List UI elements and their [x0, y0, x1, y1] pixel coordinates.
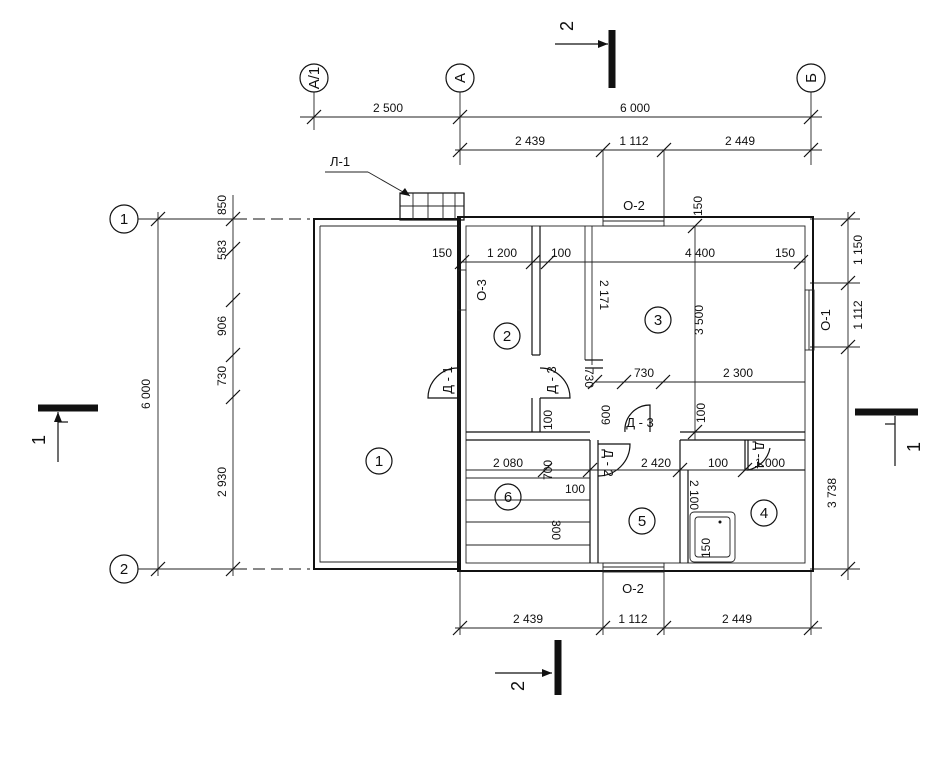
door-d2-label: Д - 2 — [601, 449, 616, 477]
section-left-label: 1 — [29, 435, 49, 445]
axis-label-1: 1 — [120, 211, 128, 228]
axis-label-b: Б — [803, 73, 820, 83]
interior-dimensions: 150 1 200 100 4 400 150 150 2 171 3 500 … — [432, 196, 809, 558]
dim-left-583: 583 — [215, 240, 229, 260]
dim-in-700: 700 — [541, 460, 555, 480]
dim-in-100a: 100 — [551, 246, 571, 260]
stair: Л-1 — [325, 154, 465, 221]
section-top-label: 2 — [557, 21, 577, 31]
dim-in-100d: 100 — [708, 456, 728, 470]
dim-in-2300: 2 300 — [723, 366, 753, 380]
axis-label-a: А — [452, 73, 469, 83]
dim-left-730: 730 — [215, 366, 229, 386]
dim-in-3500: 3 500 — [692, 305, 706, 335]
dim-right-3738: 3 738 — [825, 478, 839, 508]
dim-top-2449: 2 449 — [725, 134, 755, 148]
door-d3-right-label: Д - 3 — [626, 415, 654, 430]
window-o2-bottom-label: О-2 — [622, 581, 644, 596]
dim-left-6000: 6 000 — [139, 379, 153, 409]
dim-in-150a: 150 — [432, 246, 452, 260]
room-1-marker — [365, 447, 393, 475]
dim-in-1200: 1 200 — [487, 246, 517, 260]
dim-in-600: 600 — [599, 405, 613, 425]
dim-left-850: 850 — [215, 195, 229, 215]
dim-in-150d: 150 — [699, 538, 713, 558]
window-o3-label: О-3 — [474, 279, 489, 301]
door-d1 — [427, 367, 459, 399]
interior-partitions — [466, 226, 805, 563]
dim-in-2100: 2 100 — [687, 480, 701, 510]
dim-right-1150: 1 150 — [851, 235, 865, 265]
terrace — [313, 218, 461, 570]
axis-label-a1: А/1 — [306, 67, 323, 90]
dim-bottom-2439: 2 439 — [513, 612, 543, 626]
dim-in-2080: 2 080 — [493, 456, 523, 470]
door-d2 — [597, 443, 631, 477]
dim-top-1112: 1 112 — [619, 134, 648, 148]
window-o2-top-label: О-2 — [623, 198, 645, 213]
room-5-marker — [628, 507, 656, 535]
dim-in-2420: 2 420 — [641, 456, 671, 470]
door-d3-right — [624, 404, 651, 433]
dim-in-100b: 100 — [541, 410, 555, 430]
door-d1-label: Д - 1 — [440, 366, 455, 394]
section-right-label: 1 — [904, 442, 924, 452]
right-dimensions: 1 150 1 112 3 738 — [810, 211, 865, 580]
axis-label-2: 2 — [120, 561, 128, 578]
dim-in-1000: 1 000 — [755, 456, 785, 470]
stair-label: Л-1 — [330, 154, 350, 169]
dim-in-300: 300 — [549, 520, 563, 540]
dim-in-100c: 100 — [694, 403, 708, 423]
room-4-marker — [750, 499, 778, 527]
dim-top-2500: 2 500 — [373, 101, 403, 115]
dim-in-150b: 150 — [775, 246, 795, 260]
section-markers: 2 2 1 1 — [29, 21, 924, 695]
door-d4-label: Д - 4 — [752, 441, 767, 469]
dim-left-906: 906 — [215, 316, 229, 336]
bottom-dimensions: 2 439 1 112 2 449 — [452, 570, 822, 636]
dim-in-100e: 100 — [565, 482, 585, 496]
room-5-number: 5 — [638, 513, 646, 530]
section-bottom-label: 2 — [508, 681, 528, 691]
house-walls: О-2 О-2 О-1 О-3 — [457, 198, 833, 596]
dim-in-730b: 730 — [634, 366, 654, 380]
dim-in-2171: 2 171 — [597, 280, 611, 310]
room-6-number: 6 — [504, 489, 512, 506]
room-2-number: 2 — [503, 328, 511, 345]
room-6-marker — [494, 483, 522, 511]
door-d3-left-label: Д - 3 — [544, 366, 559, 394]
room-markers: 1 2 3 4 5 6 — [365, 306, 778, 535]
window-o1-label: О-1 — [818, 309, 833, 331]
dim-top-6000: 6 000 — [620, 101, 650, 115]
left-dimensions: 6 000 850 583 906 730 2 930 — [139, 195, 241, 577]
room-3-number: 3 — [654, 312, 662, 329]
room-1-number: 1 — [375, 453, 383, 470]
dim-right-1112: 1 112 — [851, 300, 865, 329]
dim-left-2930: 2 930 — [215, 467, 229, 497]
room-3-marker — [644, 306, 672, 334]
door-d3-left — [539, 367, 571, 399]
dim-bottom-1112: 1 112 — [618, 612, 647, 626]
top-dimensions: 2 500 6 000 2 439 1 112 2 449 — [300, 101, 822, 218]
dim-top-2439: 2 439 — [515, 134, 545, 148]
dim-in-4400: 4 400 — [685, 246, 715, 260]
room-2-marker — [493, 322, 521, 350]
dim-in-150c: 150 — [691, 196, 705, 216]
dim-bottom-2449: 2 449 — [722, 612, 752, 626]
room-4-number: 4 — [760, 505, 768, 522]
dim-in-730a: 730 — [582, 368, 596, 388]
